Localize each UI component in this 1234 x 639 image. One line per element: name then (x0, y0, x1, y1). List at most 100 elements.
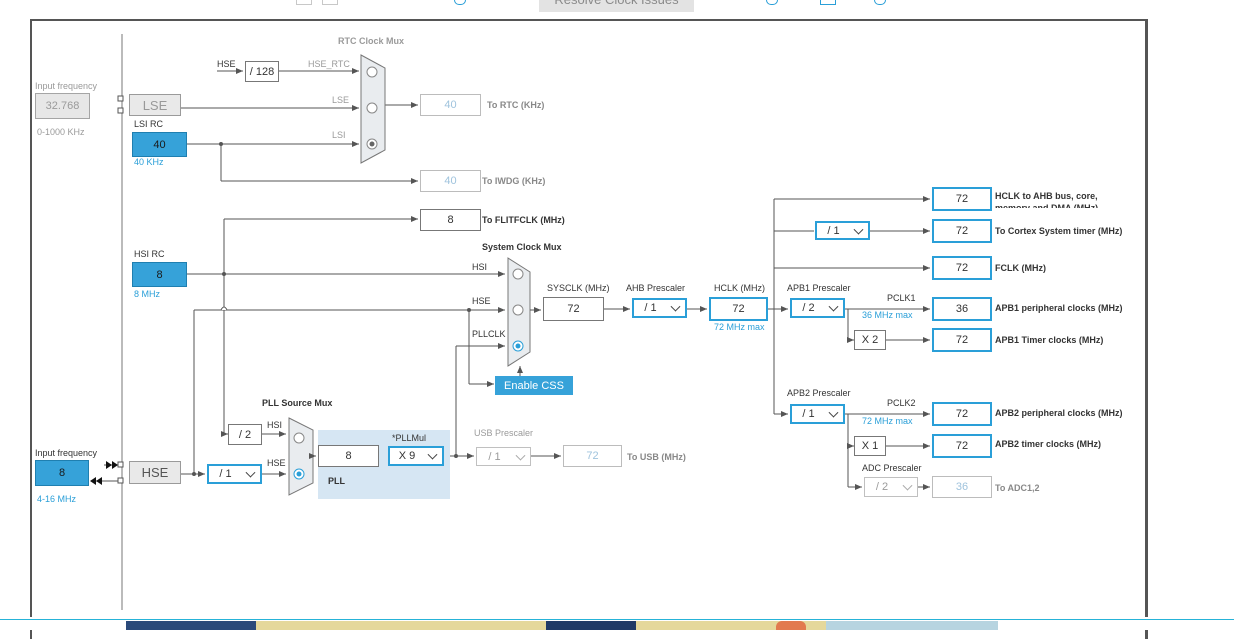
rtc-hse-rtc-label: HSE_RTC (308, 59, 350, 69)
ahb-prescaler-select[interactable]: / 1 (632, 298, 687, 318)
usb-prescaler-select[interactable]: / 1 (476, 447, 531, 466)
adc-prescaler-label: ADC Prescaler (862, 463, 922, 473)
apb2-timer-multiplier: X 1 (854, 436, 886, 456)
sysclk-value[interactable]: 72 (543, 297, 604, 321)
apb2-timer-output-value[interactable]: 72 (932, 434, 992, 458)
apb2-prescaler-select[interactable]: / 1 (790, 404, 845, 424)
pll-src-in-hse-label: HSE (267, 458, 286, 468)
toolbar-undo-icon[interactable] (296, 0, 312, 5)
apb2-timer-output-label: APB2 timer clocks (MHz) (995, 439, 1102, 449)
chevron-down-icon (828, 301, 839, 312)
chevron-down-icon (427, 449, 438, 460)
pclk1-max: 36 MHz max (862, 310, 913, 320)
adc-prescaler-select[interactable]: / 2 (864, 477, 918, 497)
fclk-output-label: FCLK (MHz) (995, 263, 1046, 273)
pclk1-label: PCLK1 (887, 293, 916, 303)
usb-output-value: 72 (563, 445, 622, 467)
lse-input-range: 0-1000 KHz (37, 127, 85, 137)
apb2-prescaler-value: / 1 (802, 408, 815, 420)
apb1-timer-multiplier: X 2 (854, 330, 886, 350)
sys-mux-in-hse-label: HSE (472, 296, 491, 306)
rtc-in-lsi-label: LSI (332, 130, 346, 140)
apb1-timer-output-label: APB1 Timer clocks (MHz) (995, 335, 1104, 345)
adc-prescaler-value: / 2 (875, 481, 889, 493)
usb-output-label: To USB (MHz) (627, 452, 686, 462)
pll-multiplier-value: X 9 (398, 450, 416, 462)
cortex-timer-output-value[interactable]: 72 (932, 219, 992, 243)
hse-predivider-value: / 1 (219, 468, 232, 480)
hsi-title: HSI RC (134, 249, 165, 259)
pll-source-mux-title: PLL Source Mux (262, 398, 333, 408)
sys-mux-in-pllclk-label: PLLCLK (472, 329, 506, 339)
apb2-peripheral-output-value[interactable]: 72 (932, 402, 992, 426)
pll-label: PLL (328, 476, 345, 486)
apb1-prescaler-label: APB1 Prescaler (787, 283, 851, 293)
chevron-down-icon (828, 407, 839, 418)
pclk2-max: 72 MHz max (862, 416, 913, 426)
iwdg-output-label: To IWDG (KHz) (482, 176, 546, 186)
adc-output-value: 36 (932, 476, 992, 498)
flitfclk-output-value: 8 (420, 209, 481, 231)
resolve-clock-issues-button[interactable]: Resolve Clock Issues (539, 0, 694, 12)
lse-input-frequency[interactable]: 32.768 (35, 93, 90, 119)
fit-screen-icon[interactable] (820, 0, 836, 5)
apb1-peripheral-output-value[interactable]: 36 (932, 297, 992, 321)
wallpaper-image (126, 621, 998, 630)
chevron-down-icon (853, 224, 864, 235)
pll-mul-label: *PLLMul (392, 433, 427, 443)
hse-predivider-select[interactable]: / 1 (207, 464, 262, 484)
hse-oscillator[interactable]: HSE (129, 461, 181, 484)
hclk-max: 72 MHz max (714, 322, 765, 332)
iwdg-output-value: 40 (420, 170, 481, 192)
flitfclk-output-label: To FLITFCLK (MHz) (482, 215, 565, 225)
cortex-timer-divider-select[interactable]: / 1 (815, 221, 870, 240)
fclk-output-value[interactable]: 72 (932, 256, 992, 280)
enable-css-button[interactable]: Enable CSS (495, 376, 573, 395)
apb1-prescaler-select[interactable]: / 2 (790, 298, 845, 318)
apb1-prescaler-value: / 2 (802, 302, 815, 314)
lsi-unit: 40 KHz (134, 157, 164, 167)
usb-prescaler-value: / 1 (488, 450, 501, 463)
rtc-in-hse-label: HSE (217, 59, 236, 69)
pll-hsi-divider: / 2 (228, 424, 262, 445)
rtc-output-value: 40 (420, 94, 481, 116)
pclk2-label: PCLK2 (887, 398, 916, 408)
hsi-unit: 8 MHz (134, 289, 161, 299)
rtc-mux-title: RTC Clock Mux (338, 36, 405, 46)
pll-input-value: 8 (318, 445, 379, 467)
hclk-ahb-output-label: HCLK to AHB bus, core, memory and DMA (M… (995, 191, 1099, 208)
rtc-in-lse-label: LSE (332, 95, 350, 105)
apb1-timer-output-value[interactable]: 72 (932, 328, 992, 352)
hse-input-range: 4-16 MHz (37, 494, 77, 504)
toolbar: Resolve Clock Issues (0, 0, 1234, 18)
ahb-prescaler-label: AHB Prescaler (626, 283, 686, 293)
sysclk-label: SYSCLK (MHz) (547, 283, 610, 293)
rtc-hse-divider[interactable]: / 128 (245, 61, 279, 82)
hsi-value[interactable]: 8 (132, 262, 187, 287)
chevron-down-icon (902, 480, 913, 491)
lsi-value[interactable]: 40 (132, 132, 187, 157)
hclk-value[interactable]: 72 (709, 297, 768, 321)
hse-input-frequency[interactable]: 8 (35, 460, 89, 486)
rtc-output-label: To RTC (KHz) (487, 100, 545, 110)
pll-multiplier-select[interactable]: X 9 (388, 446, 444, 466)
background-art-strip (0, 617, 1234, 630)
apb2-prescaler-label: APB2 Prescaler (787, 388, 851, 398)
toolbar-redo-icon[interactable] (322, 0, 338, 5)
pll-src-in-hsi-label: HSI (267, 420, 283, 430)
system-clock-mux-title: System Clock Mux (482, 242, 562, 252)
cortex-divider-value: / 1 (827, 224, 840, 237)
lse-oscillator[interactable]: LSE (129, 94, 181, 116)
hclk-label: HCLK (MHz) (714, 283, 765, 293)
chevron-down-icon (670, 301, 681, 312)
hclk-ahb-output-value[interactable]: 72 (932, 187, 992, 211)
apb2-peripheral-output-label: APB2 peripheral clocks (MHz) (995, 408, 1123, 418)
ahb-prescaler-value: / 1 (644, 302, 657, 314)
lsi-title: LSI RC (134, 119, 164, 129)
sys-mux-in-hsi-label: HSI (472, 262, 488, 272)
chevron-down-icon (245, 467, 256, 478)
usb-prescaler-label: USB Prescaler (474, 428, 534, 438)
divider (0, 619, 1234, 620)
cortex-timer-output-label: To Cortex System timer (MHz) (995, 226, 1123, 236)
